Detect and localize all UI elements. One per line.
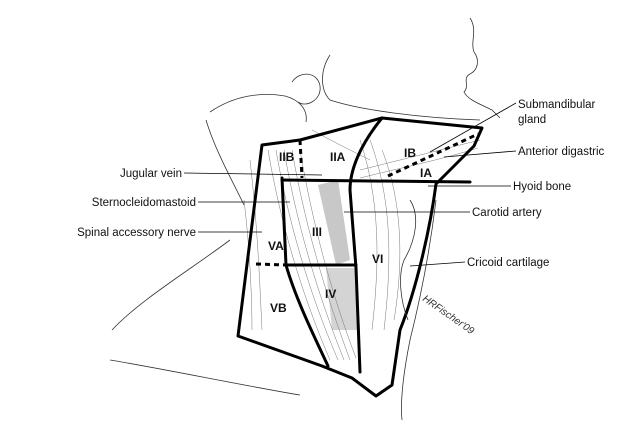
label-cricoid-cartilage: Cricoid cartilage: [467, 257, 549, 269]
zone-va: VA: [268, 239, 284, 253]
face-outline: [463, 17, 501, 119]
back-neck-outline: [205, 119, 245, 206]
chest-outline: [109, 359, 301, 396]
zone-ib: IB: [404, 146, 416, 160]
label-submandibular-gland: Submandibular gland: [518, 99, 599, 126]
level-2-3-4-front-border: [348, 116, 384, 374]
level-5a-5b-divider: [255, 262, 287, 267]
level-2a-2b-divider: [298, 139, 304, 179]
label-submandibular-gland-line1: Submandibular: [518, 99, 596, 111]
zone-ia: IA: [420, 166, 432, 180]
zone-iia: IIA: [330, 150, 346, 164]
shoulder-outline: [111, 239, 231, 331]
carotid-shade: [318, 180, 350, 265]
label-sternocleidomastoid: Sternocleidomastoid: [92, 197, 196, 209]
zone-vb: VB: [270, 301, 287, 315]
head-back-outline: [209, 94, 307, 123]
label-jugular-vein: Jugular vein: [120, 168, 182, 180]
zone-iv: IV: [325, 287, 336, 301]
level-boundaries: [236, 116, 484, 398]
front-neck-outline: [401, 199, 437, 421]
label-submandibular-gland-line2: gland: [518, 114, 546, 126]
ear-outline: [291, 73, 321, 105]
label-spinal-accessory-nerve: Spinal accessory nerve: [77, 227, 196, 239]
label-carotid-artery: Carotid artery: [472, 207, 542, 219]
label-hyoid-bone: Hyoid bone: [513, 181, 571, 193]
muscle-fibers: [243, 129, 481, 361]
zone-vi: VI: [372, 252, 383, 266]
zone-iii: III: [312, 225, 322, 239]
hyoid-line: [280, 178, 472, 184]
zone-iib: IIB: [279, 150, 295, 164]
larynx-outline: [400, 199, 416, 321]
artist-signature: HRFischer'09: [420, 293, 476, 337]
jaw-outline: [322, 54, 481, 121]
leader-lines: [183, 102, 517, 267]
label-anterior-digastric: Anterior digastric: [518, 146, 605, 158]
level-1a-1b-divider: [387, 132, 479, 178]
jugular-shade: [326, 268, 360, 330]
level-2-3-4-back-border: [280, 176, 330, 368]
